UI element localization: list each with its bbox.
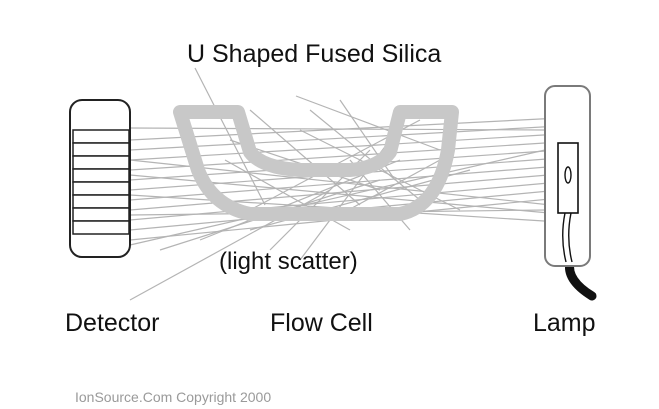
detector-segments bbox=[72, 129, 130, 235]
lamp-label: Lamp bbox=[533, 309, 596, 337]
detector-label: Detector bbox=[65, 309, 160, 337]
lamp bbox=[544, 85, 597, 301]
diagram-title: U Shaped Fused Silica bbox=[187, 40, 442, 68]
detector bbox=[69, 99, 131, 258]
copyright-notice: IonSource.Com Copyright 2000 bbox=[75, 389, 272, 405]
lamp-cable bbox=[564, 257, 597, 301]
flow-cell-label: Flow Cell bbox=[270, 309, 373, 337]
lamp-wire bbox=[562, 212, 573, 263]
light-scatter-label: (light scatter) bbox=[219, 248, 358, 275]
u-shaped-silica-cell bbox=[173, 105, 459, 221]
